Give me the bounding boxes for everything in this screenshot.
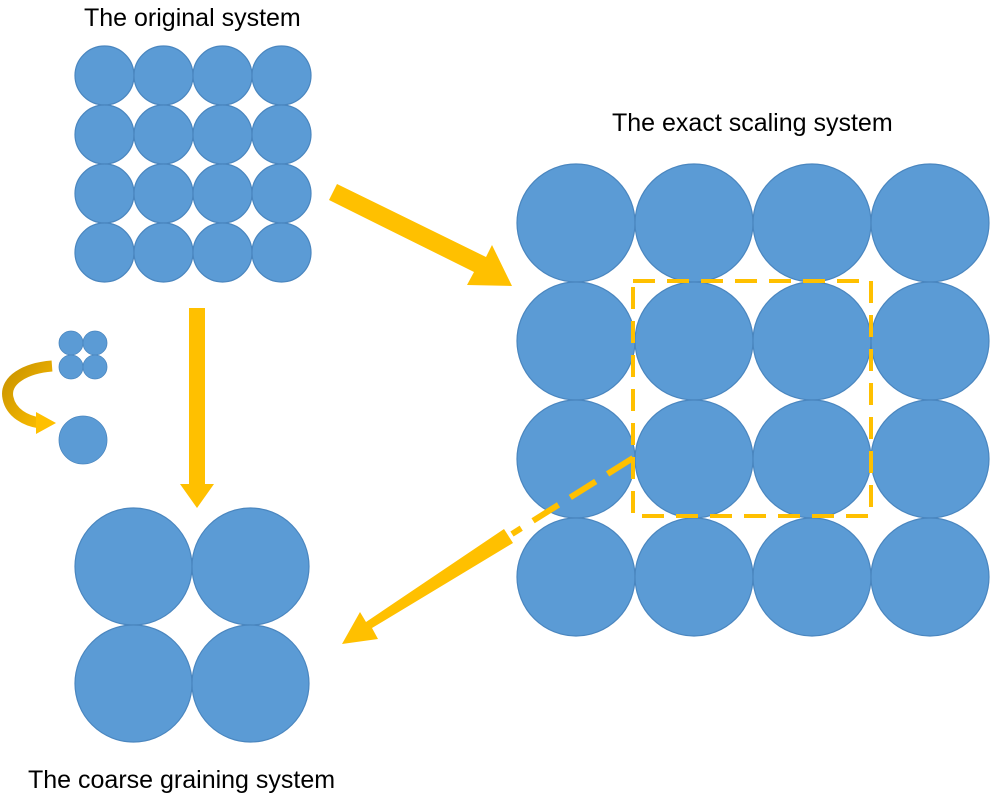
particle-original (74, 45, 135, 106)
particle-exact (516, 163, 636, 283)
particle-exact (752, 399, 872, 519)
particle-original (251, 222, 312, 283)
particle-coarse (191, 624, 310, 743)
particle-exact (870, 517, 990, 637)
particle-original (192, 104, 253, 165)
particle-exact (516, 517, 636, 637)
particle-exact (516, 399, 636, 519)
particle-exact (752, 281, 872, 401)
particle-original (251, 104, 312, 165)
particle-exact (752, 163, 872, 283)
particle-original (133, 104, 194, 165)
exact-scaling-system-grid (516, 163, 990, 637)
particle-original (133, 222, 194, 283)
selection-dashed-box (631, 279, 873, 518)
legend-small-particles (58, 330, 108, 380)
particle-exact (516, 281, 636, 401)
particle-coarse (74, 507, 193, 626)
particle-original (192, 222, 253, 283)
label-exact-scaling-system: The exact scaling system (612, 109, 893, 137)
particle-legend-small (58, 330, 84, 356)
coarse-graining-system-grid (74, 507, 310, 743)
particle-exact (752, 517, 872, 637)
label-coarse-graining-system: The coarse graining system (28, 766, 336, 794)
particle-original (251, 163, 312, 224)
arrow-original-to-coarse (180, 308, 214, 508)
particle-original (74, 104, 135, 165)
arrow-original-to-exact (329, 184, 512, 286)
particle-legend-small (82, 330, 108, 356)
particle-legend-small (82, 354, 108, 380)
particle-exact (634, 517, 754, 637)
arrow-exact-to-coarse (342, 529, 513, 644)
particle-exact (634, 281, 754, 401)
original-system-grid (74, 45, 312, 283)
particle-exact (870, 399, 990, 519)
curved-merge-arrow (2, 360, 56, 434)
label-original-system: The original system (84, 4, 301, 32)
particle-original (192, 163, 253, 224)
particle-coarse (191, 507, 310, 626)
particle-original (133, 163, 194, 224)
particle-exact (870, 281, 990, 401)
particle-original (192, 45, 253, 106)
particle-exact (634, 163, 754, 283)
particle-exact (634, 399, 754, 519)
particle-original (74, 222, 135, 283)
particle-legend-big (58, 415, 108, 465)
legend-merged-particle (58, 415, 108, 465)
particle-legend-small (58, 354, 84, 380)
particle-original (133, 45, 194, 106)
particle-original (251, 45, 312, 106)
dashed-connector (510, 455, 635, 537)
particle-exact (870, 163, 990, 283)
particle-original (74, 163, 135, 224)
particle-coarse (74, 624, 193, 743)
